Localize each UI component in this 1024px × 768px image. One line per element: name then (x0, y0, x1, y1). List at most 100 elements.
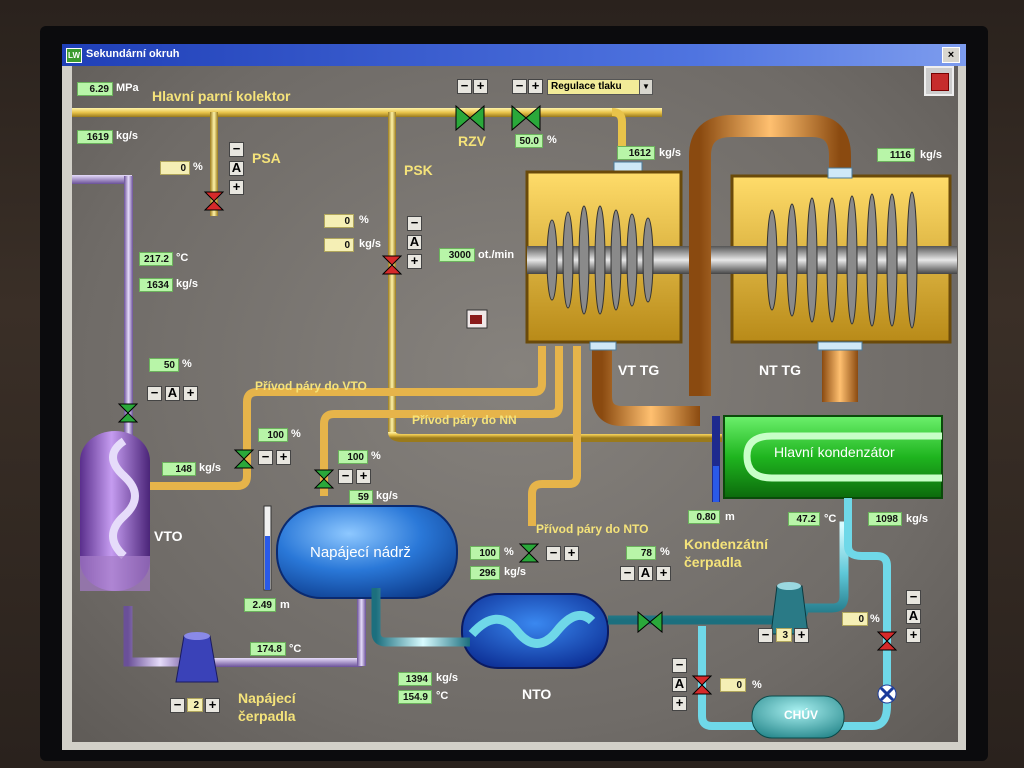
rzv-label: RZV (458, 133, 486, 149)
vto-tank-shape (80, 431, 150, 591)
turbine-assembly (525, 115, 957, 426)
nn-supply-minus-button[interactable]: − (338, 469, 353, 484)
nto-supply-opening-value: 100 (470, 546, 500, 560)
feed-pump-minus-button[interactable]: − (170, 698, 185, 713)
vto-supply-opening-value: 100 (258, 428, 288, 442)
psa-plus-button[interactable]: + (229, 180, 244, 195)
rzv-plus-button[interactable]: + (473, 79, 488, 94)
rzv-opening-unit: % (547, 134, 557, 146)
feed-pump-temp-unit: °C (289, 643, 302, 655)
rzv-minus-button[interactable]: − (457, 79, 472, 94)
turbine-speed-value: 3000 (439, 248, 475, 262)
psk-minus-button[interactable]: − (407, 216, 422, 231)
chuv-left-plus-button[interactable]: + (672, 696, 687, 711)
condensate-valve-auto-button[interactable]: A (638, 566, 653, 581)
chuv-left-auto-button[interactable]: A (672, 677, 687, 692)
nn-supply-flow-value: 59 (349, 490, 373, 504)
nn-supply-flow-unit: kg/s (376, 490, 399, 502)
lp-flow-value: 1116 (877, 148, 915, 162)
feed-pump-plus-button[interactable]: + (205, 698, 220, 713)
vto-steam-supply-label: Přívod páry do VTO (255, 379, 367, 393)
feed-tank-level-unit: m (280, 599, 290, 611)
vto-steam-flow-value: 148 (162, 462, 196, 476)
psa-label: PSA (252, 150, 281, 166)
chuv-left-valve-value: 0 (720, 678, 746, 692)
vto-supply-minus-button[interactable]: − (258, 450, 273, 465)
alarm-icon (931, 73, 949, 91)
condensate-pump-minus-button[interactable]: − (758, 628, 773, 643)
nto-temp-value: 154.9 (398, 690, 432, 704)
condensate-pump-plus-button[interactable]: + (794, 628, 809, 643)
psk-opening-value: 0 (324, 214, 354, 228)
condenser-level-unit: m (725, 511, 735, 523)
process-diagram: 6.29 MPa Hlavní parní kolektor 1619 kg/s… (72, 66, 958, 742)
nn-supply-opening-value: 100 (338, 450, 368, 464)
regulation-select[interactable]: Regulace tlaku ▼ (547, 79, 653, 95)
regulation-select-value: Regulace tlaku (551, 81, 622, 92)
vto-supply-opening-unit: % (291, 428, 301, 440)
vto-valve-auto-button[interactable]: A (165, 386, 180, 401)
feed-tank-label: Napájecí nádrž (310, 544, 411, 561)
nto-supply-flow-unit: kg/s (504, 566, 527, 578)
condenser-flow-value: 1098 (868, 512, 902, 526)
regulation-minus-button[interactable]: − (512, 79, 527, 94)
psk-opening-unit: % (359, 214, 369, 226)
valve-icons (117, 104, 898, 704)
nto-temp-unit: °C (436, 690, 449, 702)
title-bar: LW Sekundární okruh × (62, 44, 966, 66)
turbine-inlet-flow-unit: kg/s (659, 147, 682, 159)
condenser-shape (712, 415, 943, 502)
feed-pumps-label-2: čerpadla (238, 708, 296, 724)
lp-turbine-label: NT TG (759, 362, 801, 378)
condensate-pumps-label-1: Kondenzátní (684, 536, 768, 552)
condensate-valve-plus-button[interactable]: + (656, 566, 671, 581)
collector-flow-value: 1619 (77, 130, 113, 144)
vto-valve-plus-button[interactable]: + (183, 386, 198, 401)
psa-minus-button[interactable]: − (229, 142, 244, 157)
condensate-valve-opening-unit: % (660, 546, 670, 558)
nto-flow-value: 1394 (398, 672, 432, 686)
app-window: LW Sekundární okruh × (62, 44, 966, 750)
regulation-plus-button[interactable]: + (528, 79, 543, 94)
condensate-pump-shape (770, 582, 809, 635)
nn-supply-opening-unit: % (371, 450, 381, 462)
feed-pumps-label-1: Napájecí (238, 690, 296, 706)
chuv-right-auto-button[interactable]: A (906, 609, 921, 624)
chuv-label: CHÚV (784, 708, 819, 722)
vto-supply-plus-button[interactable]: + (276, 450, 291, 465)
condenser-label: Hlavní kondenzátor (774, 444, 895, 460)
chuv-left-minus-button[interactable]: − (672, 658, 687, 673)
feed-pump-count-value: 2 (187, 698, 203, 712)
chuv-right-minus-button[interactable]: − (906, 590, 921, 605)
nto-shape (461, 593, 609, 669)
nto-supply-plus-button[interactable]: + (564, 546, 579, 561)
psk-auto-button[interactable]: A (407, 235, 422, 250)
chuv-right-valve-unit: % (870, 613, 880, 625)
turbine-speed-unit: ot./min (478, 249, 515, 261)
chevron-down-icon: ▼ (639, 80, 652, 94)
condenser-level-value: 0.80 (688, 510, 720, 524)
psa-auto-button[interactable]: A (229, 161, 244, 176)
chuv-right-plus-button[interactable]: + (906, 628, 921, 643)
pressure-value: 6.29 (77, 82, 113, 96)
condensate-valve-minus-button[interactable]: − (620, 566, 635, 581)
chuv-left-valve-unit: % (752, 679, 762, 691)
turbine-inlet-flow-value: 1612 (617, 146, 655, 160)
chuv-right-valve-value: 0 (842, 612, 868, 626)
psa-opening-value: 0 (160, 161, 190, 175)
vto-valve-minus-button[interactable]: − (147, 386, 162, 401)
psk-plus-button[interactable]: + (407, 254, 422, 269)
vto-temp-unit: °C (176, 252, 189, 264)
nto-supply-minus-button[interactable]: − (546, 546, 561, 561)
close-button[interactable]: × (942, 47, 960, 63)
chuv-shape (751, 695, 845, 739)
vto-flow-value: 1634 (139, 278, 173, 292)
nn-supply-plus-button[interactable]: + (356, 469, 371, 484)
collector-flow-unit: kg/s (116, 130, 139, 142)
app-icon: LW (66, 48, 82, 63)
feed-pump-shape (175, 632, 219, 683)
alarm-button[interactable] (924, 66, 954, 96)
condenser-temp-unit: °C (824, 513, 837, 525)
window-title: Sekundární okruh (86, 48, 180, 60)
feed-pump-temp-value: 174.8 (250, 642, 286, 656)
